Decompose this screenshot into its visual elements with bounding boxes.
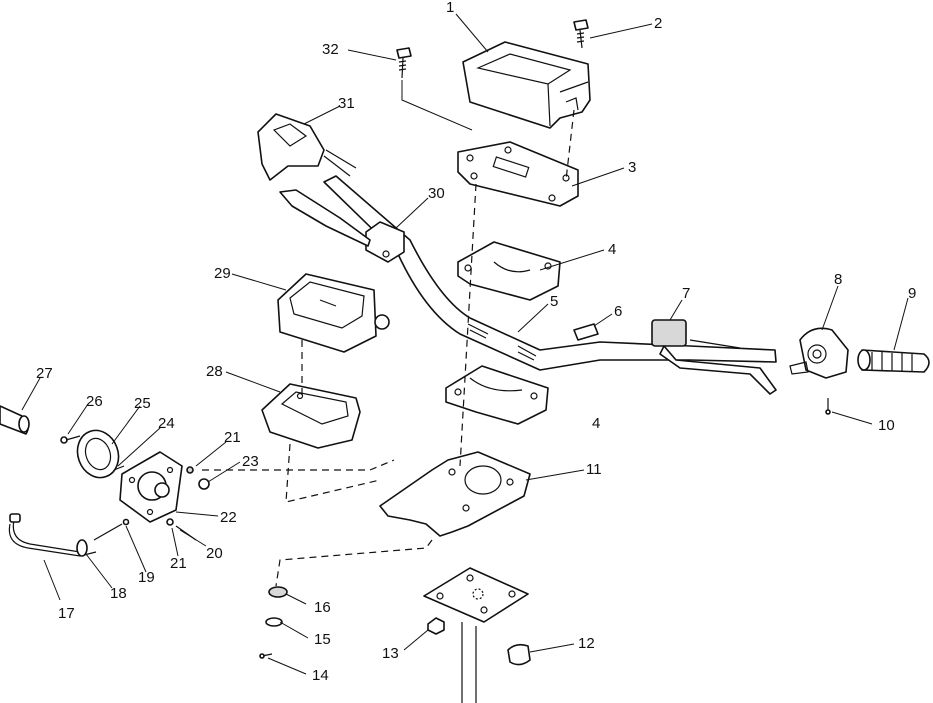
- hex-nut: [427, 617, 445, 635]
- throttle-screw: [825, 398, 831, 415]
- drive-gasket: [76, 429, 125, 479]
- callout-19: 19: [138, 569, 155, 586]
- callout-21-lower: 21: [170, 555, 187, 572]
- callout-11: 11: [586, 461, 602, 478]
- callout-10: 10: [878, 417, 895, 434]
- callout-27: 27: [36, 365, 53, 382]
- callout-14: 14: [312, 667, 329, 684]
- callout-22: 22: [220, 509, 237, 526]
- lower-handlebar-clamp: [445, 365, 549, 425]
- speedometer-gauge: [277, 273, 390, 353]
- handlebar: [323, 175, 777, 371]
- handlebar-grip: [857, 349, 930, 373]
- callout-28: 28: [206, 363, 223, 380]
- speedometer-cable: [8, 513, 97, 557]
- callout-20: 20: [206, 545, 223, 562]
- callout-2: 2: [654, 15, 662, 32]
- callout-1: 1: [446, 0, 454, 16]
- callout-7: 7: [682, 285, 690, 302]
- mounting-bracket: [379, 451, 531, 537]
- gasket-screw: [60, 435, 81, 444]
- callout-17: 17: [58, 605, 75, 622]
- small-hardware-stack: [259, 586, 288, 659]
- callout-leaders: [21, 13, 909, 675]
- cover-bolt-right: [573, 19, 589, 49]
- callout-8: 8: [834, 271, 842, 288]
- callout-15: 15: [314, 631, 331, 648]
- callout-labels: 1 2 3 4 4 5 6 7 8 9 10 11 12 13 14 15 16…: [36, 0, 916, 684]
- callout-9: 9: [908, 285, 916, 302]
- callout-12: 12: [578, 635, 595, 652]
- handlebar-tag: [573, 323, 599, 341]
- callout-21-upper: 21: [224, 429, 241, 446]
- callout-5: 5: [550, 293, 558, 310]
- callout-3: 3: [628, 159, 636, 176]
- callout-23: 23: [242, 453, 259, 470]
- handlebar-cover-pad: [462, 41, 591, 129]
- brake-lever-assembly: [651, 319, 777, 395]
- callout-16: 16: [314, 599, 331, 616]
- alignment-lines: [202, 80, 575, 587]
- cover-bolt-left: [396, 47, 412, 79]
- callout-30: 30: [428, 185, 445, 202]
- callout-31: 31: [338, 95, 355, 112]
- callout-25: 25: [134, 395, 151, 412]
- left-switch-housing: [257, 113, 371, 247]
- callout-24: 24: [158, 415, 175, 432]
- callout-4-upper: 4: [608, 241, 616, 258]
- callout-13: 13: [382, 645, 399, 662]
- callout-6: 6: [614, 303, 622, 320]
- steering-post-clamp: [507, 643, 531, 666]
- callout-18: 18: [110, 585, 127, 602]
- callout-32: 32: [322, 41, 339, 58]
- cable-end: [0, 405, 30, 435]
- speedometer-drive-housing: [93, 451, 210, 541]
- steering-post: [423, 567, 529, 703]
- left-lever-clamp: [365, 221, 405, 263]
- callout-29: 29: [214, 265, 231, 282]
- upper-mount-plate: [457, 141, 579, 207]
- callout-4-lower: 4: [592, 415, 600, 432]
- callout-26: 26: [86, 393, 103, 410]
- upper-handlebar-clamp: [457, 241, 561, 301]
- throttle-housing: [789, 327, 849, 379]
- gauge-mounting-cup: [261, 383, 361, 449]
